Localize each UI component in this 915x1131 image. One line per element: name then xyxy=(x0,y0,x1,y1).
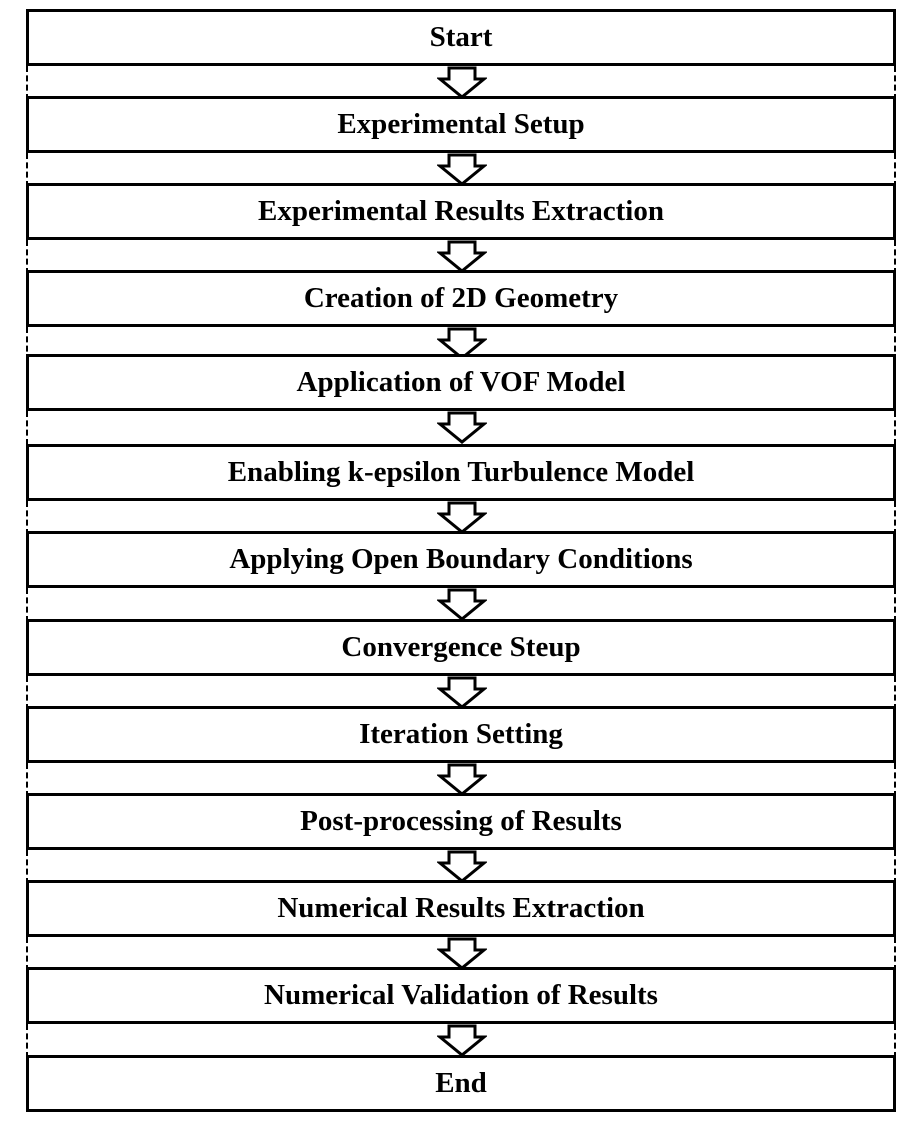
step-label: Numerical Results Extraction xyxy=(277,892,645,924)
down-arrow-icon xyxy=(437,588,487,621)
dashed-side-line xyxy=(894,327,896,361)
down-arrow-icon xyxy=(437,327,487,360)
dashed-side-line xyxy=(894,937,896,971)
step-label: Numerical Validation of Results xyxy=(264,979,658,1011)
dashed-side-line xyxy=(894,763,896,797)
dashed-side-line xyxy=(894,411,896,445)
dashed-side-line xyxy=(26,66,28,100)
dashed-side-line xyxy=(894,240,896,274)
step-label: Applying Open Boundary Conditions xyxy=(229,543,693,575)
dashed-side-line xyxy=(26,327,28,361)
dashed-side-line xyxy=(26,676,28,710)
connector xyxy=(0,153,915,187)
step-applying-open-boundary-conditions: Applying Open Boundary Conditions xyxy=(26,531,896,588)
connector xyxy=(0,850,915,884)
step-label: Creation of 2D Geometry xyxy=(303,282,619,314)
dashed-side-line xyxy=(894,501,896,535)
down-arrow-icon xyxy=(437,411,487,444)
step-experimental-setup: Experimental Setup xyxy=(26,96,896,153)
step-start: Start xyxy=(26,9,896,66)
dashed-side-line xyxy=(894,66,896,100)
dashed-side-line xyxy=(26,763,28,797)
connector xyxy=(0,411,915,445)
dashed-side-line xyxy=(26,240,28,274)
down-arrow-icon xyxy=(437,501,487,534)
step-label: Iteration Setting xyxy=(359,718,563,750)
step-label: Experimental Setup xyxy=(337,108,585,140)
dashed-side-line xyxy=(26,850,28,884)
down-arrow-icon xyxy=(437,937,487,970)
down-arrow-icon xyxy=(437,153,487,186)
step-post-processing-of-results: Post-processing of Results xyxy=(26,793,896,850)
dashed-side-line xyxy=(26,588,28,622)
step-creation-of-2d-geometry: Creation of 2D Geometry xyxy=(26,270,896,327)
step-label: Application of VOF Model xyxy=(296,366,626,398)
step-iteration-setting: Iteration Setting xyxy=(26,706,896,763)
step-label: Enabling k-epsilon Turbulence Model xyxy=(227,456,695,488)
step-label: Post-processing of Results xyxy=(300,805,622,837)
step-label: Start xyxy=(429,21,493,53)
down-arrow-icon xyxy=(437,1024,487,1057)
step-label: Experimental Results Extraction xyxy=(258,195,664,227)
step-label: Convergence Steup xyxy=(341,631,581,663)
dashed-side-line xyxy=(26,411,28,445)
step-enabling-k-epsilon-turbulence-model: Enabling k-epsilon Turbulence Model xyxy=(26,444,896,501)
step-application-of-vof-model: Application of VOF Model xyxy=(26,354,896,411)
down-arrow-icon xyxy=(437,850,487,883)
step-numerical-validation-of-results: Numerical Validation of Results xyxy=(26,967,896,1024)
connector xyxy=(0,937,915,971)
connector xyxy=(0,327,915,361)
connector xyxy=(0,66,915,100)
dashed-side-line xyxy=(894,153,896,187)
dashed-side-line xyxy=(894,676,896,710)
connector xyxy=(0,588,915,622)
down-arrow-icon xyxy=(437,763,487,796)
connector xyxy=(0,763,915,797)
connector xyxy=(0,501,915,535)
dashed-side-line xyxy=(26,501,28,535)
dashed-side-line xyxy=(26,1024,28,1058)
down-arrow-icon xyxy=(437,66,487,99)
connector xyxy=(0,676,915,710)
connector xyxy=(0,1024,915,1058)
dashed-side-line xyxy=(894,850,896,884)
down-arrow-icon xyxy=(437,240,487,273)
step-experimental-results-extraction: Experimental Results Extraction xyxy=(26,183,896,240)
dashed-side-line xyxy=(26,937,28,971)
step-numerical-results-extraction: Numerical Results Extraction xyxy=(26,880,896,937)
dashed-side-line xyxy=(894,588,896,622)
step-convergence-steup: Convergence Steup xyxy=(26,619,896,676)
connector xyxy=(0,240,915,274)
step-end: End xyxy=(26,1055,896,1112)
dashed-side-line xyxy=(26,153,28,187)
dashed-side-line xyxy=(894,1024,896,1058)
down-arrow-icon xyxy=(437,676,487,709)
step-label: End xyxy=(435,1067,487,1099)
